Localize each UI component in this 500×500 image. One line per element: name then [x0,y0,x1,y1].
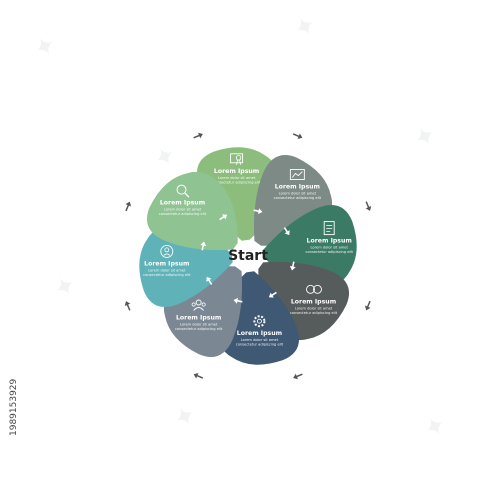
team-icon [191,299,206,311]
user-idea-icon [160,244,174,258]
center-label: Start [228,248,268,264]
step-title: Lorem Ipsum [237,330,282,337]
step-title: Lorem Ipsum [144,260,189,267]
cycle-arrow-icon [125,201,132,212]
inner-arrow-icon [268,291,277,298]
chart-icon [289,169,305,180]
inner-arrow-icon [219,214,228,221]
stock-id-watermark: 1989153929 [9,378,19,436]
step-title: Lorem Ipsum [275,184,320,191]
cycle-arrow-icon [293,373,303,380]
watermark-tile: ✦ [169,399,203,436]
watermark-tile: ✦ [289,9,323,46]
watermark-tile: ✦ [149,139,183,176]
certificate-icon [230,153,244,165]
watermark-tile: ✦ [49,269,83,306]
step-text-line: consectetur adipiscing elit [274,196,322,200]
step-title: Lorem Ipsum [291,298,336,305]
step-text-line: consectetur adipiscing elit [175,327,223,331]
inner-arrow-icon [206,276,213,285]
cycle-arrow-icon [193,372,204,379]
cycle-arrow-icon [365,201,372,211]
step-text-line: Lorem dolor sit amet [148,268,186,272]
cycle-arrow-icon [193,132,203,139]
step-text-line: consectetur adipiscing elit [143,273,191,277]
step-text-line: Lorem dolor sit amet [279,192,317,196]
step-text-line: Lorem dolor sit amet [241,338,279,342]
step-text-line: Lorem dolor sit amet [218,176,256,180]
gear-icon [253,315,266,328]
step-text-line: consectetur adipiscing elit [213,180,261,184]
step-text-line: Lorem dolor sit amet [180,322,218,326]
inner-arrow-icon [253,208,263,215]
petal-shape [147,171,238,251]
document-icon [323,221,335,236]
step-title: Lorem Ipsum [307,238,352,245]
watermark-tile: ✦ [29,29,63,66]
step-text-line: Lorem dolor sit amet [310,246,348,250]
step-title: Lorem Ipsum [214,168,259,175]
inner-arrow-icon [233,297,243,304]
step-text-line: Lorem dolor sit amet [295,306,333,310]
arrow-ring [124,132,372,380]
cycle-arrow-icon [364,300,371,311]
inner-arrow-icon [289,261,296,271]
magnifier-icon [176,184,190,198]
step-text-line: consectetur adipiscing elit [306,250,354,254]
cycle-arrow-icon [124,301,131,311]
money-exchange-icon [306,284,322,294]
step-title: Lorem Ipsum [160,200,205,207]
step-text-line: Lorem dolor sit amet [164,208,202,212]
step-text-line: consectetur adipiscing elit [290,311,338,315]
inner-arrow-icon [200,241,207,251]
step-title: Lorem Ipsum [176,314,221,321]
cycle-arrow-icon [292,133,303,140]
step-text-line: consectetur adipiscing elit [159,212,207,216]
watermark-tile: ✦ [419,409,453,446]
step-text-line: consectetur adipiscing elit [236,343,284,347]
watermark-tile: ✦ [409,119,443,156]
inner-arrow-icon [283,227,290,236]
